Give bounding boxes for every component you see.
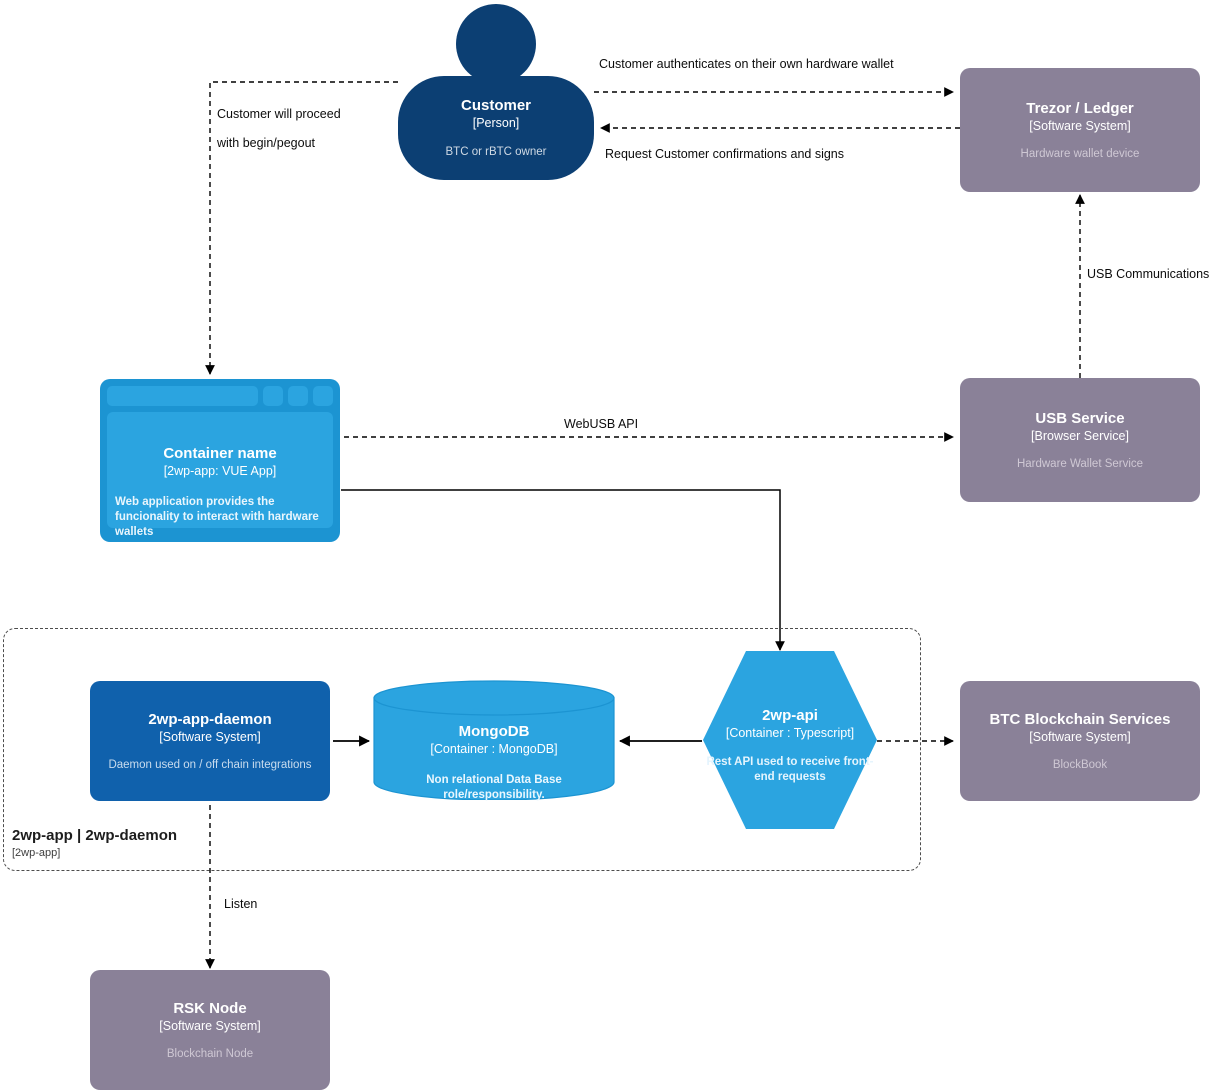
- browser-button-minimize-icon: [263, 386, 283, 406]
- usb-service-name: USB Service: [1035, 409, 1125, 427]
- browser-url-bar-icon: [107, 386, 258, 406]
- rsk-node-name: RSK Node: [173, 999, 247, 1017]
- browser-button-maximize-icon: [288, 386, 308, 406]
- customer-name: Customer: [460, 97, 531, 114]
- edge-label-customer-to-container-2: with begin/pegout: [217, 136, 315, 150]
- node-customer[interactable]: Customer [Person] BTC or rBTC owner: [398, 4, 594, 180]
- hexagon-shape-icon: [703, 651, 877, 829]
- container-name-type: [2wp-app: VUE App]: [163, 464, 277, 478]
- node-container-name[interactable]: Container name [2wp-app: VUE App] Web ap…: [100, 379, 340, 542]
- boundary-2wp-app: [3, 628, 921, 871]
- person-body: Customer [Person] BTC or rBTC owner: [398, 76, 594, 180]
- person-head-icon: [456, 4, 536, 84]
- edge-label-listen: Listen: [224, 897, 258, 911]
- mongodb-text: MongoDB [Container : MongoDB] Non relati…: [373, 722, 615, 803]
- browser-content: Container name [2wp-app: VUE App] Web ap…: [107, 412, 333, 538]
- browser-title-bar: [107, 386, 333, 406]
- node-2wp-api[interactable]: 2wp-api [Container : Typescript] Rest AP…: [702, 650, 878, 830]
- mongodb-description: Non relational Data Base role/responsibi…: [426, 774, 562, 801]
- rsk-node-description: Blockchain Node: [166, 1047, 254, 1060]
- api-text: 2wp-api [Container : Typescript] Rest AP…: [702, 706, 878, 785]
- trezor-ledger-type: [Software System]: [1029, 118, 1131, 133]
- edge-container-to-api: [341, 489, 785, 651]
- edge-label-customer-to-container-1: Customer will proceed: [217, 107, 341, 121]
- node-trezor-ledger[interactable]: Trezor / Ledger [Software System] Hardwa…: [960, 68, 1200, 192]
- node-2wp-app-daemon[interactable]: 2wp-app-daemon [Software System] Daemon …: [90, 681, 330, 801]
- node-usb-service[interactable]: USB Service [Browser Service] Hardware W…: [960, 378, 1200, 502]
- boundary-label: 2wp-app | 2wp-daemon [2wp-app]: [12, 826, 312, 860]
- node-rsk-node[interactable]: RSK Node [Software System] Blockchain No…: [90, 970, 330, 1090]
- daemon-name: 2wp-app-daemon: [148, 710, 272, 728]
- api-name: 2wp-api: [762, 707, 818, 724]
- trezor-ledger-name: Trezor / Ledger: [1026, 99, 1134, 117]
- cylinder-shape-icon: [373, 680, 615, 801]
- mongodb-name: MongoDB: [458, 723, 530, 740]
- api-description: Rest API used to receive front-end reque…: [706, 756, 874, 783]
- btc-services-type: [Software System]: [1029, 729, 1131, 744]
- edge-label-usb-communications: USB Communications: [1087, 267, 1210, 281]
- customer-description: BTC or rBTC owner: [445, 146, 547, 158]
- boundary-type: [2wp-app]: [12, 847, 61, 859]
- edge-label-trezor-to-customer: Request Customer confirmations and signs: [605, 147, 845, 161]
- container-name-description: Web application provides the funcionalit…: [115, 496, 319, 538]
- usb-service-type: [Browser Service]: [1031, 428, 1129, 443]
- btc-services-description: BlockBook: [1052, 758, 1108, 771]
- rsk-node-type: [Software System]: [159, 1018, 261, 1033]
- node-mongodb[interactable]: MongoDB [Container : MongoDB] Non relati…: [373, 680, 615, 803]
- boundary-name: 2wp-app | 2wp-daemon: [12, 827, 178, 844]
- trezor-ledger-description: Hardware wallet device: [1020, 147, 1140, 160]
- usb-service-description: Hardware Wallet Service: [1016, 457, 1144, 470]
- edge-customer-to-container: [205, 81, 398, 375]
- btc-services-name: BTC Blockchain Services: [989, 710, 1171, 728]
- edge-label-customer-to-trezor: Customer authenticates on their own hard…: [599, 57, 894, 71]
- mongodb-type: [Container : MongoDB]: [430, 742, 558, 756]
- api-type: [Container : Typescript]: [725, 726, 855, 740]
- daemon-description: Daemon used on / off chain integrations: [108, 758, 312, 771]
- browser-button-close-icon: [313, 386, 333, 406]
- edge-label-webusb-api: WebUSB API: [564, 417, 639, 431]
- daemon-type: [Software System]: [159, 729, 261, 744]
- customer-type: [Person]: [472, 116, 520, 130]
- node-btc-blockchain-services[interactable]: BTC Blockchain Services [Software System…: [960, 681, 1200, 801]
- container-name-name: Container name: [163, 445, 277, 462]
